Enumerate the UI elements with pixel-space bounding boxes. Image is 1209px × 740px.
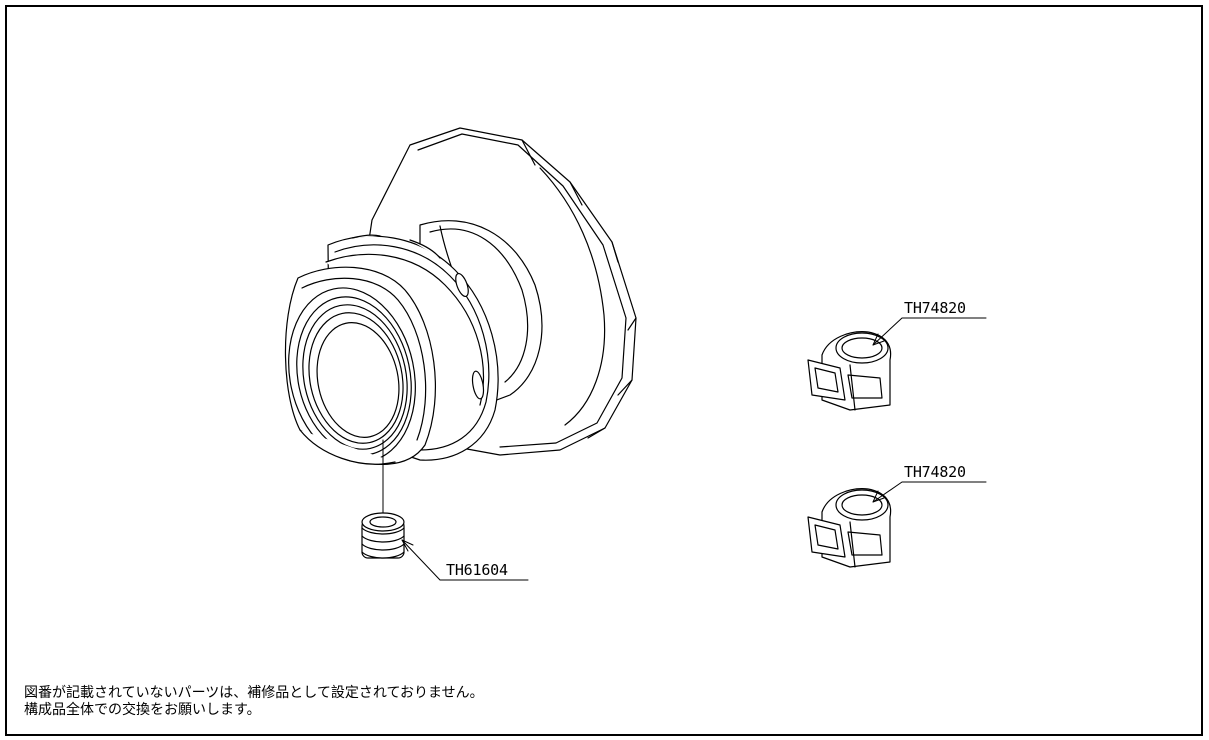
- hose-clip-2: [807, 488, 892, 568]
- part-label-th61604: TH61604: [446, 561, 508, 579]
- hose-clip-1: [807, 331, 892, 411]
- drawing-frame: [5, 5, 1203, 736]
- leader-th61604: [401, 539, 529, 581]
- part-label-th74820-1: TH74820: [904, 299, 966, 317]
- fitting-assembly: [284, 127, 637, 521]
- notes: 図番が記載されていないパーツは、補修品として設定されておりません。 構成品全体で…: [24, 685, 484, 719]
- note-line-1: 図番が記載されていないパーツは、補修品として設定されておりません。: [24, 685, 484, 701]
- outlet-body: [284, 266, 437, 466]
- leader-th74820-2: [872, 481, 987, 503]
- leader-th74820-1: [872, 317, 987, 346]
- filter-screen-part: [361, 512, 405, 559]
- note-line-2: 構成品全体での交換をお願いします。: [24, 702, 261, 718]
- part-label-th74820-2: TH74820: [904, 463, 966, 481]
